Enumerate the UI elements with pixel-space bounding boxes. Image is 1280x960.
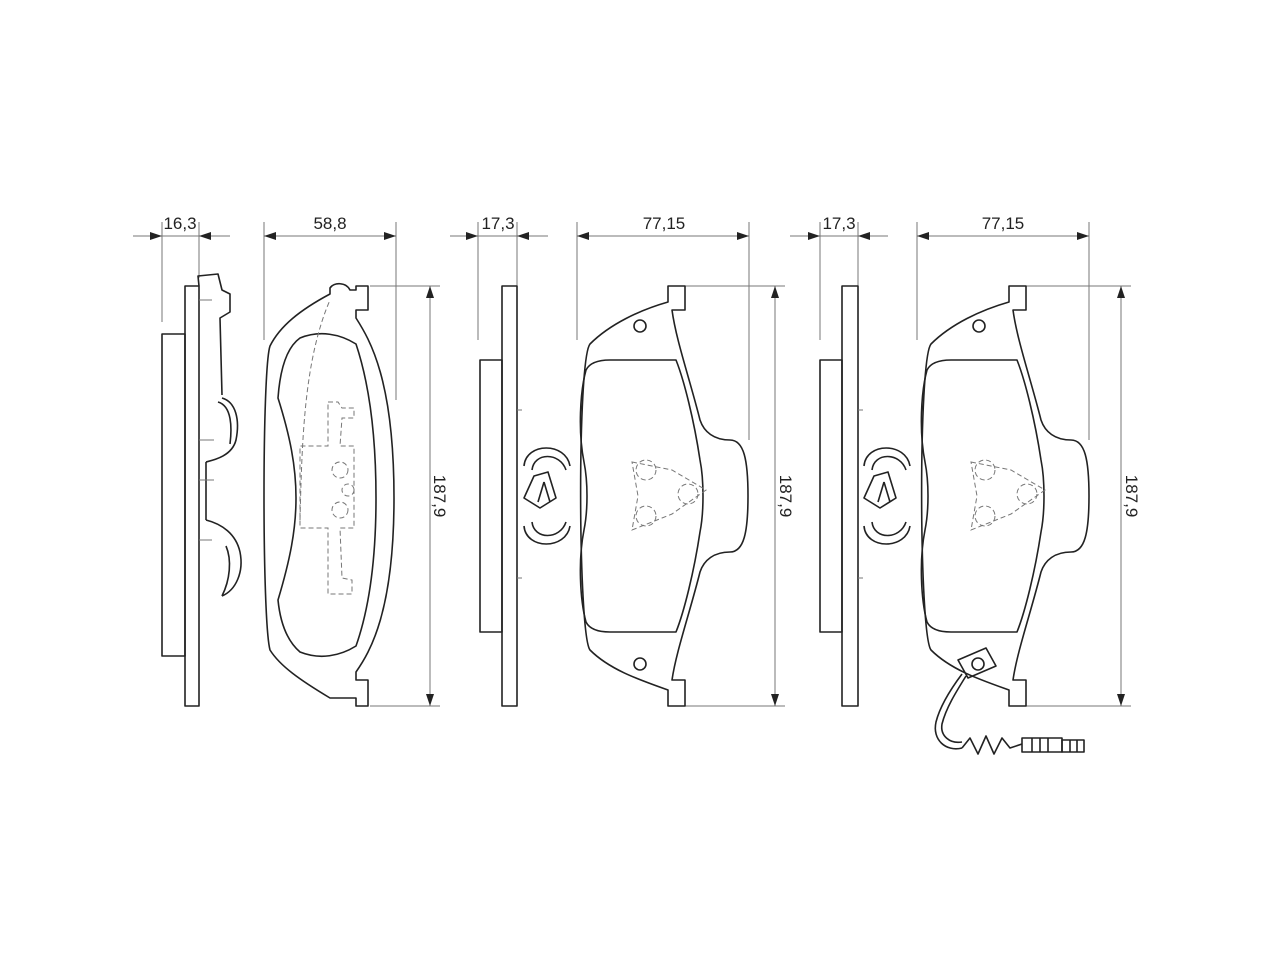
pad2-height-label: 187,9: [776, 475, 795, 518]
pad1-side-view: [161, 273, 242, 707]
pad3-group: 17,3 77,15 187,9: [790, 214, 1141, 755]
pad2-side-view: [479, 285, 571, 707]
pad1-thickness-label: 16,3: [163, 214, 196, 233]
pad2-front-view: [579, 285, 749, 707]
pad3-width-label: 77,15: [982, 214, 1025, 233]
pad1-height-label: 187,9: [430, 475, 449, 518]
pad2-group: 17,3 77,15 187,9: [450, 214, 795, 707]
pad1-height-dimension: 187,9: [426, 286, 449, 706]
pad3-thickness-label: 17,3: [822, 214, 855, 233]
pad2-thickness-dimension: 17,3: [450, 214, 548, 240]
pad1-width-dimension: 58,8: [264, 214, 396, 240]
wear-sensor: [934, 647, 1085, 755]
pad3-thickness-dimension: 17,3: [790, 214, 888, 240]
pad1-width-label: 58,8: [313, 214, 346, 233]
pad2-width-label: 77,15: [643, 214, 686, 233]
pad3-width-dimension: 77,15: [917, 214, 1089, 240]
pad3-side-view: [819, 285, 911, 707]
pad1-thickness-dimension: 16,3: [133, 214, 230, 240]
pad3-height-label: 187,9: [1122, 475, 1141, 518]
pad3-height-dimension: 187,9: [1117, 286, 1141, 706]
pad2-thickness-label: 17,3: [481, 214, 514, 233]
pad3-front-view: [920, 285, 1090, 707]
pad1-group: 16,3 58,8 187,9: [133, 214, 449, 707]
pad2-height-dimension: 187,9: [771, 286, 795, 706]
pad2-width-dimension: 77,15: [577, 214, 749, 240]
pad1-front-view: [263, 282, 395, 707]
